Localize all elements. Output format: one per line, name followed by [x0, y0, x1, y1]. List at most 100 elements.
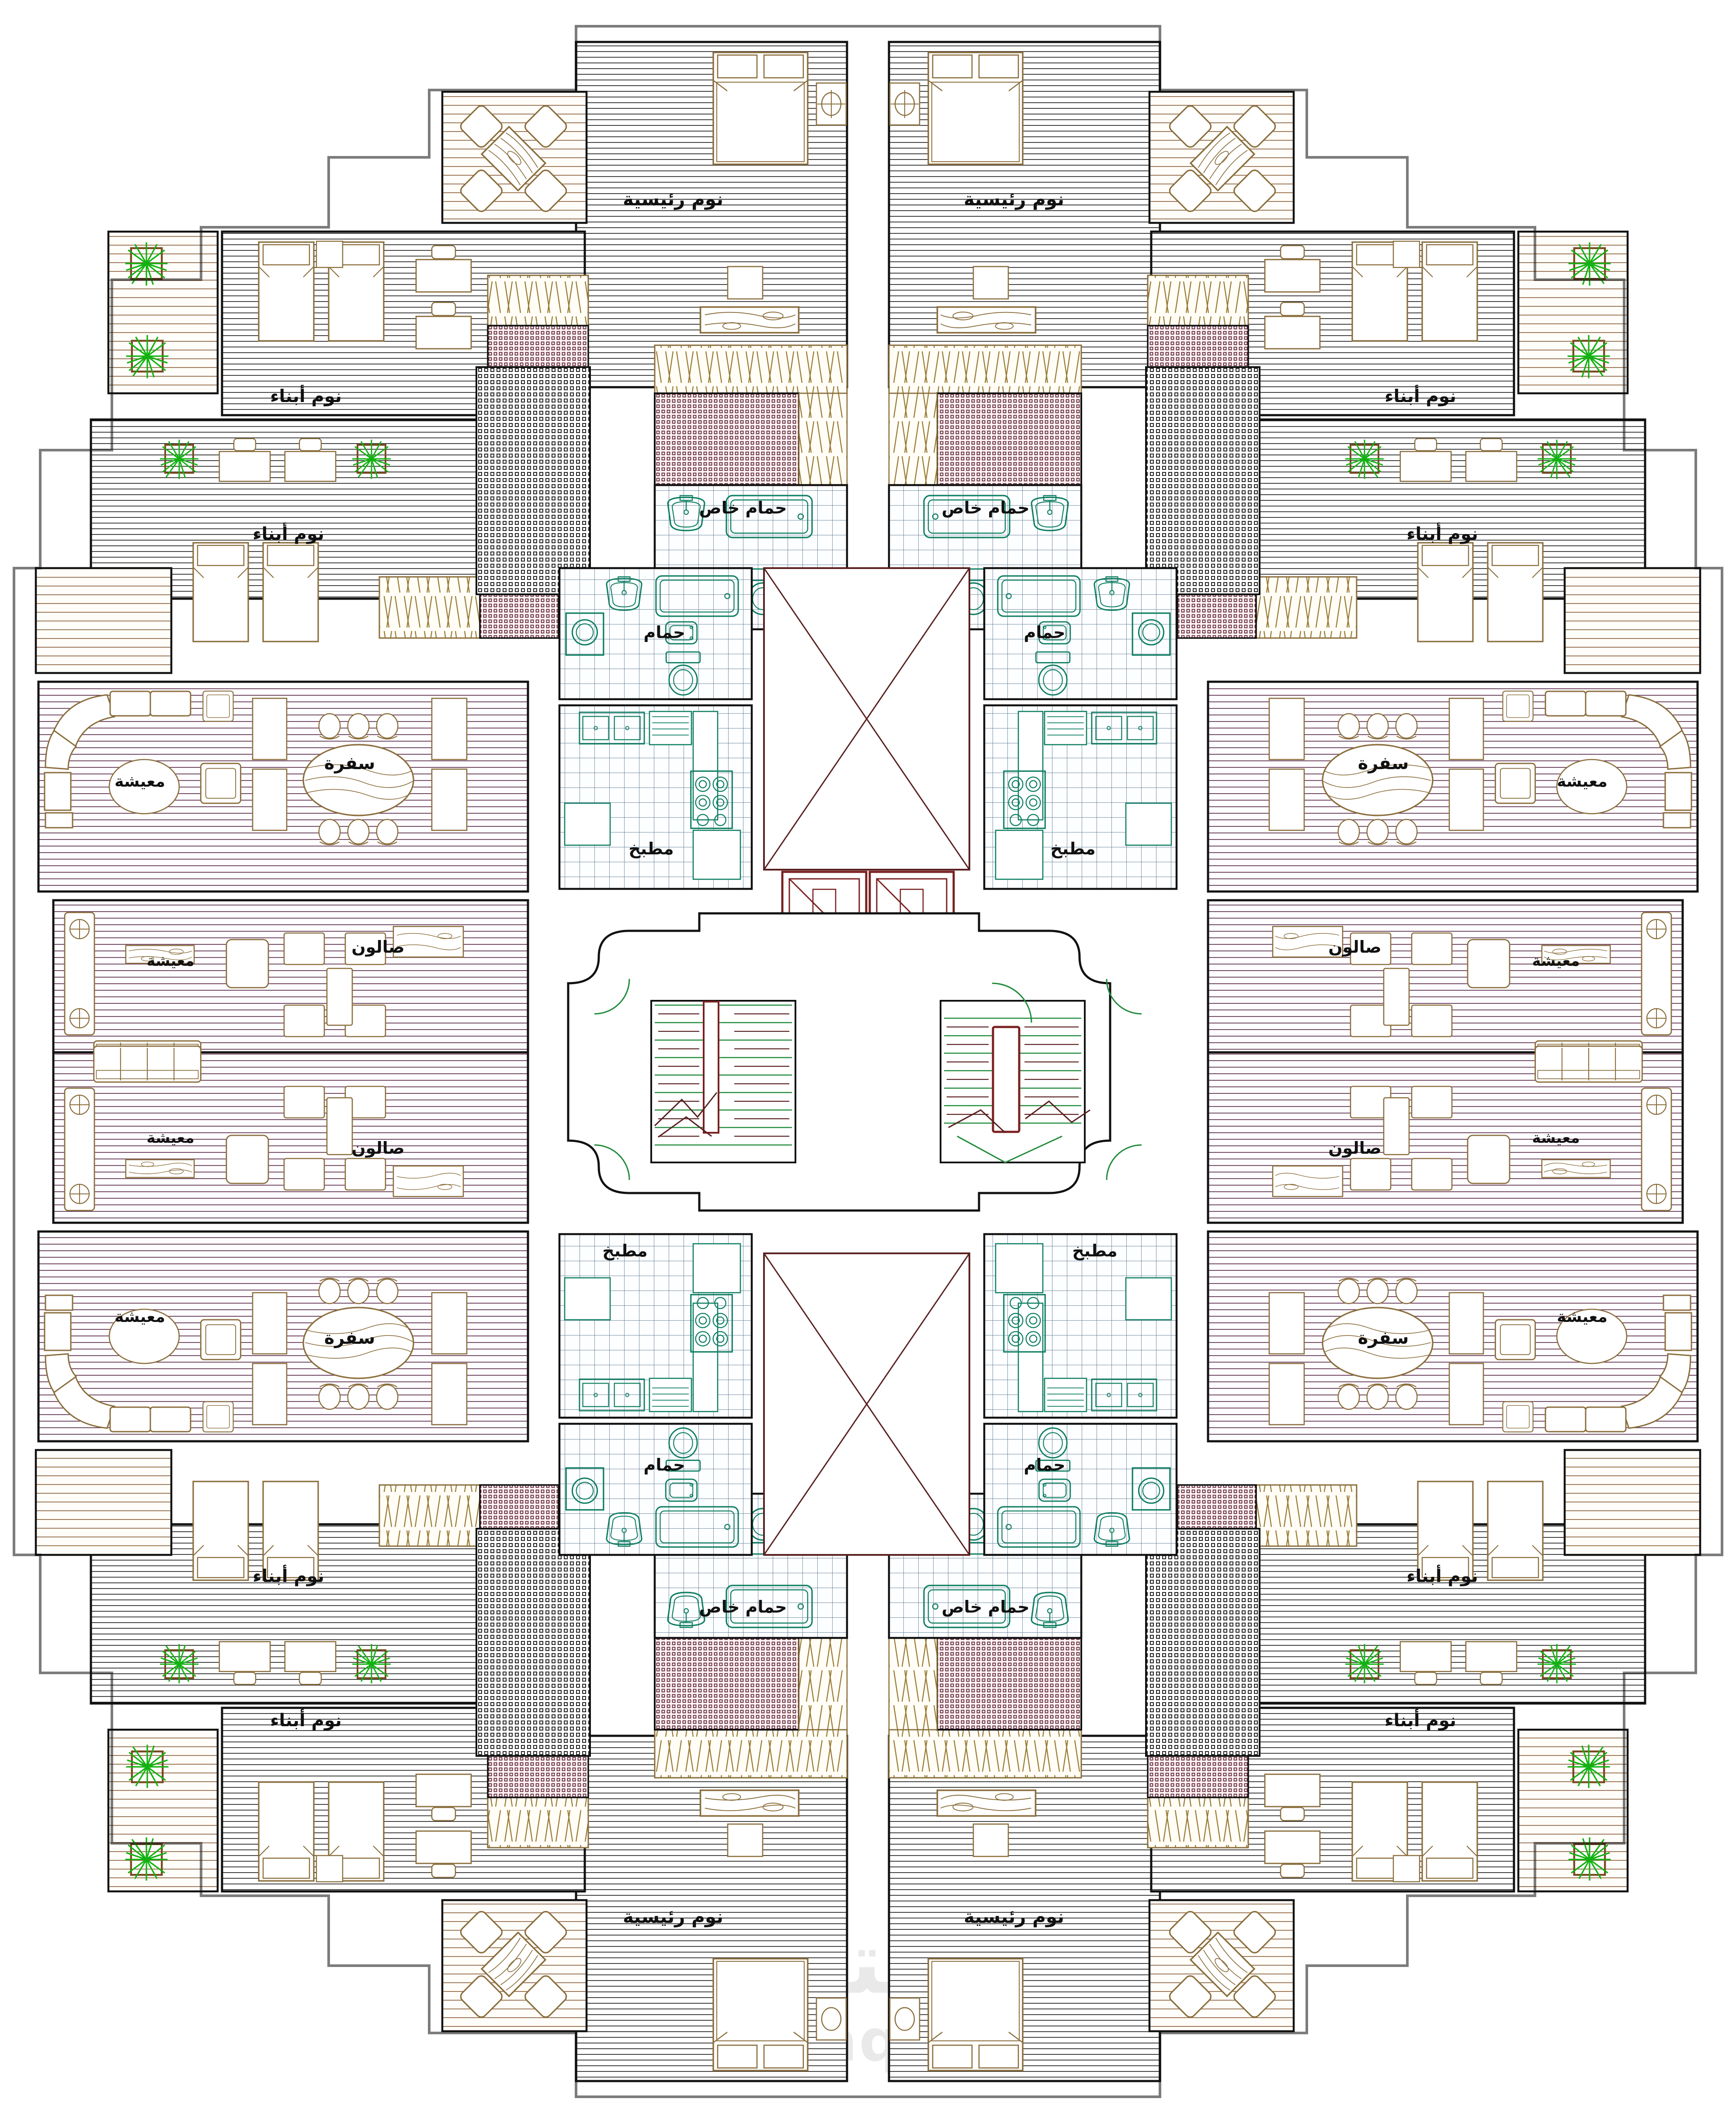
building-envelope — [13, 25, 1723, 2098]
apartment-south-left — [575, 1492, 848, 2082]
room-label: معيشة — [115, 1308, 165, 1326]
room-label: نوم أبناء — [1406, 1564, 1478, 1586]
room-label: مطبخ — [1072, 1241, 1117, 1260]
dressing-area — [654, 392, 800, 486]
service-block-southeast — [984, 1234, 1177, 1555]
double-bed — [712, 52, 809, 165]
console — [252, 697, 288, 760]
nightstand — [889, 1997, 920, 2041]
armchair — [202, 690, 234, 722]
double-bed — [927, 52, 1024, 165]
stair-left — [650, 1000, 796, 1163]
wardrobe — [798, 1637, 848, 1731]
potted-plant — [159, 439, 199, 480]
wall-mirror — [727, 266, 764, 300]
quadrant-northeast — [1146, 92, 1700, 1077]
room-label: حمام — [1024, 623, 1066, 642]
room-label: صالون — [1328, 1138, 1382, 1158]
room-label: حمام خاص — [942, 1597, 1030, 1617]
room-label: حمام — [644, 623, 685, 642]
double-bed — [712, 1958, 809, 2071]
room-label: معيشة — [1532, 1129, 1580, 1147]
room-label: معيشة — [146, 952, 194, 970]
light-well-north — [763, 567, 970, 871]
room-label: حمام — [1024, 1455, 1066, 1475]
potted-plant — [351, 439, 392, 480]
tv-console — [699, 1789, 800, 1817]
wing-north — [575, 41, 1161, 631]
room-label: معيشة — [1532, 952, 1580, 970]
room-label: نوم أبناء — [1406, 522, 1478, 544]
service-block-southwest — [559, 1234, 752, 1555]
room-label: حمام خاص — [699, 1597, 787, 1617]
dressing-area — [936, 1637, 1082, 1731]
coffee-table — [392, 926, 464, 958]
apartment-north-left — [575, 41, 848, 631]
service-block-northwest — [558, 567, 753, 890]
room-label: نوم رئيسية — [964, 1906, 1064, 1928]
potted-plant — [126, 335, 169, 378]
double-bed — [927, 1958, 1024, 2071]
room-label: سفرة — [1358, 753, 1409, 774]
room-label: معيشة — [1557, 773, 1608, 791]
apartment-south-right — [888, 1492, 1161, 2082]
door-swing — [594, 978, 1142, 1180]
room-label: نوم أبناء — [270, 1709, 342, 1731]
dressing-area — [654, 1637, 800, 1731]
plan-geometry — [13, 25, 1723, 2098]
stair-well — [703, 1001, 719, 1134]
single-bed — [192, 542, 249, 642]
wardrobe — [888, 1729, 1082, 1779]
lamp-icon — [894, 2007, 915, 2031]
wall-mirror — [972, 1823, 1009, 1857]
wing-south — [575, 1492, 1161, 2082]
room-label: معيشة — [1557, 1308, 1608, 1326]
console — [252, 768, 288, 831]
balcony — [35, 567, 173, 674]
dressing-area — [936, 392, 1082, 486]
apartment-north-right — [888, 41, 1161, 631]
quadrant-southwest — [36, 1046, 590, 2031]
room-label: نوم أبناء — [1385, 1709, 1456, 1731]
room-label: حمام خاص — [942, 498, 1030, 518]
central-core — [567, 567, 1142, 1556]
room-label: حمام خاص — [699, 498, 787, 518]
wardrobe — [888, 392, 938, 486]
nightstand — [316, 240, 344, 268]
fridge — [564, 802, 611, 846]
room-label: مطبخ — [1050, 839, 1095, 858]
sideboard — [431, 697, 468, 760]
side-console — [64, 912, 95, 1036]
room-label: سفرة — [324, 753, 375, 774]
room-label: نوم رئيسية — [964, 188, 1064, 210]
light-well-south — [763, 1252, 970, 1556]
stair-right — [940, 1000, 1090, 1163]
tv-console — [936, 1789, 1037, 1817]
salon-seating — [64, 912, 464, 1078]
room-label: مطبخ — [628, 839, 674, 858]
tv-console — [936, 306, 1037, 334]
room-label: صالون — [1328, 937, 1382, 957]
single-bed — [258, 241, 315, 342]
room-label: معيشة — [115, 773, 165, 791]
corridor — [476, 366, 591, 595]
single-bed — [262, 542, 319, 642]
room-label: نوم أبناء — [1385, 385, 1456, 406]
tv-console — [699, 306, 800, 334]
sectional-sofa — [44, 690, 191, 829]
wardrobe — [798, 392, 848, 486]
wardrobe — [654, 344, 848, 394]
room-label: سفرة — [324, 1328, 375, 1348]
wardrobe — [378, 576, 481, 639]
armchair — [200, 763, 242, 804]
room-label: نوم أبناء — [270, 385, 342, 406]
room-label: معيشة — [146, 1129, 194, 1147]
wardrobe — [888, 344, 1082, 394]
wardrobe — [888, 1637, 938, 1731]
cabinet — [692, 829, 741, 880]
room-label: نوم أبناء — [253, 522, 324, 544]
wall-mirror — [972, 266, 1009, 300]
room-label: مطبخ — [602, 1241, 647, 1260]
